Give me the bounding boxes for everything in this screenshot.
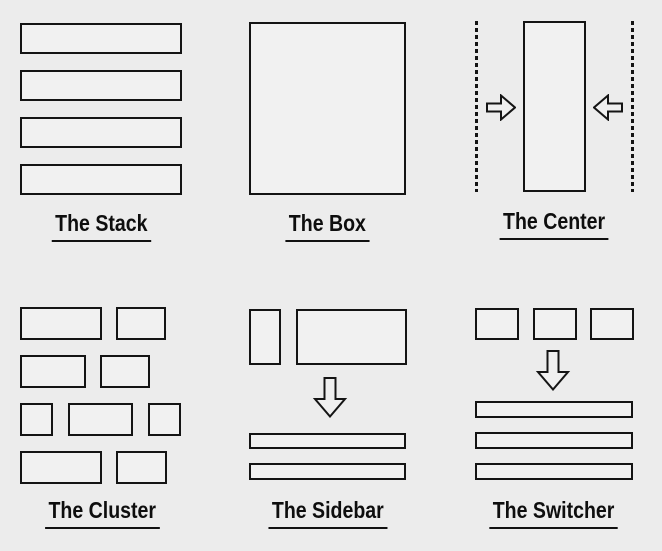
switcher-stacked-bar — [475, 463, 633, 480]
switcher-stacked-bar — [475, 401, 633, 418]
cluster-rect — [20, 355, 86, 388]
left-arrow-icon — [593, 94, 623, 121]
down-arrow-icon — [312, 377, 348, 418]
panel-label-text: The Center — [499, 208, 609, 240]
panel-label-text: The Cluster — [44, 497, 160, 529]
cluster-rect — [20, 403, 53, 436]
cluster-rect — [116, 451, 167, 484]
panel-label-text: The Box — [285, 210, 369, 242]
stack-bar — [20, 70, 182, 101]
cluster-rect — [20, 307, 102, 340]
stack-bar — [20, 117, 182, 148]
right-arrow-icon — [486, 94, 516, 121]
panel-label-stack: The Stack — [11, 210, 191, 242]
panel-label-text: The Switcher — [489, 497, 619, 529]
panel-label-switcher: The Switcher — [464, 497, 644, 529]
stack-bar — [20, 164, 182, 195]
down-arrow-icon — [535, 350, 571, 391]
sidebar-narrow-rect — [249, 309, 281, 365]
sidebar-wide-rect — [296, 309, 407, 365]
panel-label-cluster: The Cluster — [12, 497, 192, 529]
cluster-rect — [68, 403, 133, 436]
panel-label-text: The Sidebar — [268, 497, 388, 529]
sidebar-stacked-bar — [249, 433, 406, 449]
center-column-rect — [523, 21, 586, 192]
switcher-item-rect — [533, 308, 577, 340]
left-margin-dotted-line — [475, 21, 478, 192]
panel-label-text: The Stack — [51, 210, 151, 242]
box-rect — [249, 22, 406, 195]
stack-bar — [20, 23, 182, 54]
cluster-rect — [20, 451, 102, 484]
cluster-rect — [116, 307, 166, 340]
cluster-rect — [100, 355, 150, 388]
cluster-rect — [148, 403, 181, 436]
switcher-item-rect — [590, 308, 634, 340]
switcher-stacked-bar — [475, 432, 633, 449]
sidebar-stacked-bar — [249, 463, 406, 480]
panel-label-sidebar: The Sidebar — [238, 497, 418, 529]
panel-label-center: The Center — [464, 208, 644, 240]
panel-label-box: The Box — [237, 210, 417, 242]
switcher-item-rect — [475, 308, 519, 340]
right-margin-dotted-line — [631, 21, 634, 192]
